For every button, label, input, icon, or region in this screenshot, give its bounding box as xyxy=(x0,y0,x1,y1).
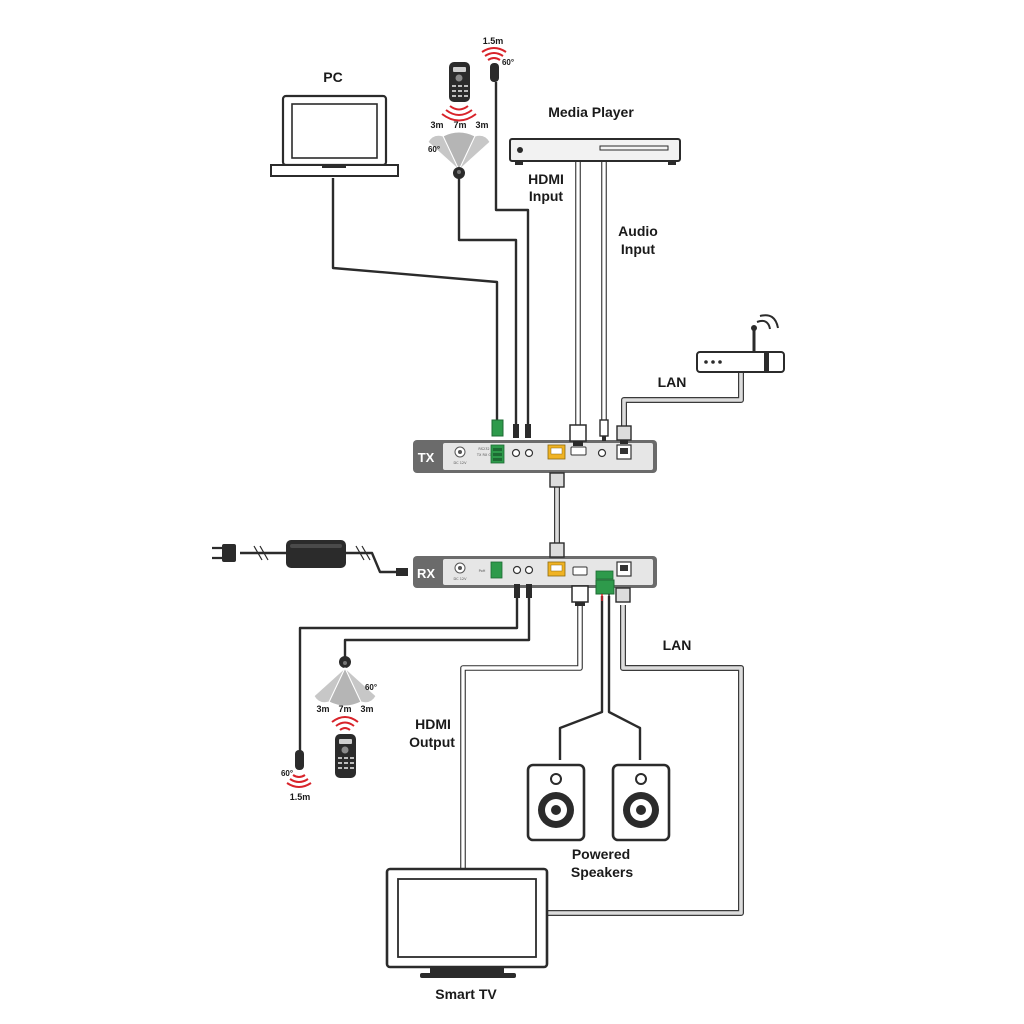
tx-connectors xyxy=(491,419,632,488)
ir-signal-waves-top xyxy=(441,105,477,122)
ir-eye-top-angle: 60° xyxy=(502,58,514,67)
hdmi-input-label-line2: Input xyxy=(529,188,564,204)
hdmi-output-label-line1: HDMI xyxy=(415,716,451,732)
ir-blaster-bottom-angle: 60° xyxy=(365,683,377,692)
power-supply xyxy=(212,540,408,576)
power-plug-icon xyxy=(212,546,222,560)
router xyxy=(696,314,785,373)
ir-blaster-top xyxy=(427,131,491,179)
svg-text:RS232: RS232 xyxy=(478,447,489,451)
ir-blaster-bottom-right: 3m xyxy=(360,704,373,714)
ir-blaster-bottom-center: 7m xyxy=(338,704,351,714)
pc-rs232-cable xyxy=(331,178,499,420)
media-player-label: Media Player xyxy=(548,104,634,120)
tx-unit: DC 12V RS232 TX RX G xyxy=(413,440,657,473)
rx-label: RX xyxy=(417,566,435,581)
powered-speakers-label-line2: Speakers xyxy=(571,864,633,880)
svg-text:DC 12V: DC 12V xyxy=(453,461,467,465)
smart-tv xyxy=(385,867,549,978)
ir-blaster-bottom-left: 3m xyxy=(316,704,329,714)
lan-top-label: LAN xyxy=(658,374,687,390)
rx-unit: DC 12V PoH xyxy=(413,556,657,588)
pc-label: PC xyxy=(323,69,342,85)
audio-input-label-line2: Input xyxy=(621,241,656,257)
lan-top-cable xyxy=(622,372,743,428)
hdmi-output-label-line2: Output xyxy=(409,734,455,750)
ir-blaster-top-angle: 60° xyxy=(428,145,440,154)
powered-speaker-left xyxy=(526,763,586,842)
cables xyxy=(240,82,744,916)
powered-speaker-right xyxy=(611,763,671,842)
hdmi-input-label-line1: HDMI xyxy=(528,171,564,187)
ir-blaster-top-left: 3m xyxy=(430,120,443,130)
speaker-cable-right xyxy=(607,596,642,760)
svg-text:PoH: PoH xyxy=(479,569,486,573)
ir-blaster-top-right: 3m xyxy=(475,120,488,130)
tx-ir-blaster-cable xyxy=(457,178,518,425)
ir-eye-bottom-angle: 60° xyxy=(281,769,293,778)
rx-ir-blaster-cable xyxy=(298,588,519,752)
pc-laptop xyxy=(270,94,399,177)
svg-text:DC 12V: DC 12V xyxy=(453,577,467,581)
wifi-icon xyxy=(756,319,771,330)
remote-control-bottom xyxy=(335,734,356,778)
ir-receiver-eye-top xyxy=(481,47,507,82)
lan-bottom-label: LAN xyxy=(663,637,692,653)
speaker-cable-left xyxy=(558,596,604,760)
rx-connectors xyxy=(514,542,631,606)
ir-signal-waves-bottom xyxy=(331,716,359,731)
rx-ir-eye-cable xyxy=(343,588,531,660)
power-cable xyxy=(240,551,408,574)
powered-speakers-label-line1: Powered xyxy=(572,846,630,862)
ir-eye-bottom-distance: 1.5m xyxy=(290,792,311,802)
hdmi-output-cable xyxy=(461,604,582,870)
tx-ir-eye-cable xyxy=(494,82,530,425)
lan-bottom-cable xyxy=(548,605,743,915)
media-player xyxy=(509,138,681,165)
ir-eye-top-distance: 1.5m xyxy=(483,36,504,46)
ir-blaster-top-center: 7m xyxy=(453,120,466,130)
ir-receiver-eye-bottom xyxy=(286,750,312,788)
audio-input-label-line1: Audio xyxy=(618,223,658,239)
smart-tv-label: Smart TV xyxy=(435,986,497,1002)
svg-text:TX RX G: TX RX G xyxy=(476,453,492,457)
ir-blaster-bottom xyxy=(313,656,377,707)
tx-label: TX xyxy=(418,450,435,465)
remote-control-top xyxy=(449,62,470,102)
